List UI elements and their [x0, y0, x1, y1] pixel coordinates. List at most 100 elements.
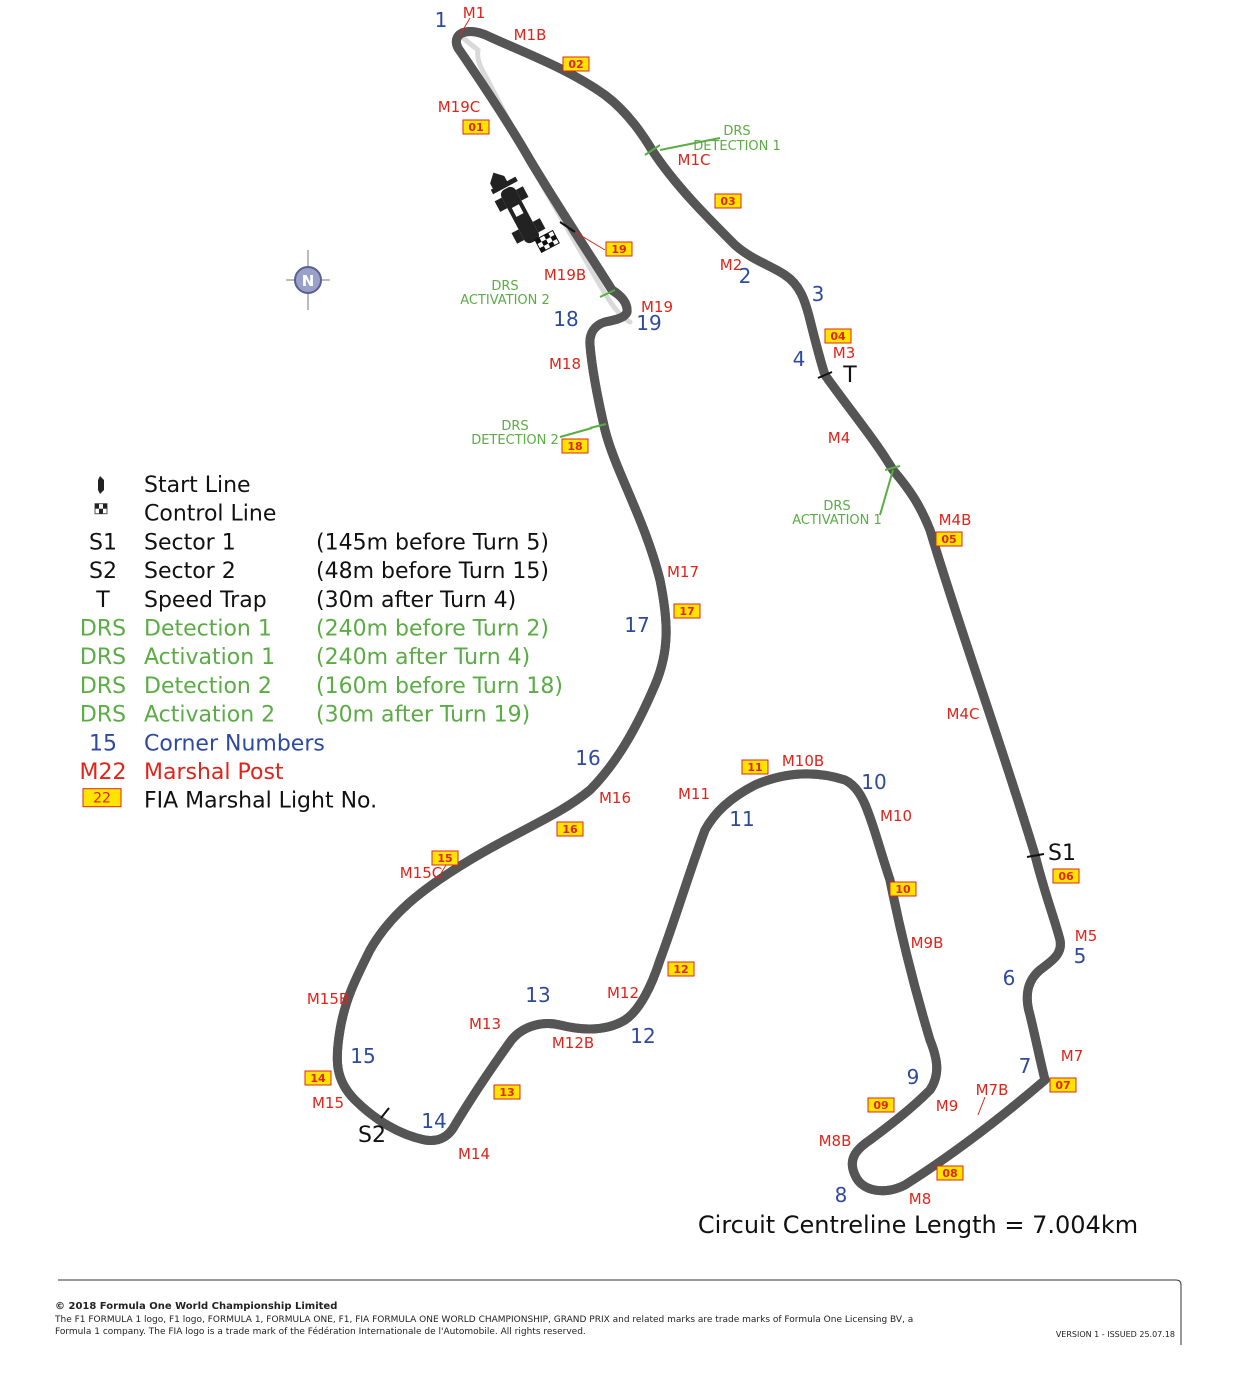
fia-light-label: 14 — [310, 1072, 326, 1085]
corner-number-9: 9 — [907, 1065, 920, 1089]
fia-light-11: 11 — [741, 759, 769, 775]
legend-symbol: S2 — [89, 559, 117, 584]
corner-number-12: 12 — [630, 1024, 655, 1048]
fia-light-10: 10 — [889, 881, 917, 897]
drs-texts: DRS DETECTION 1 DRS ACTIVATION 1 DRS ACT… — [460, 124, 882, 528]
marshal-post-m11: M11 — [678, 785, 710, 803]
fia-light-16: 16 — [556, 821, 584, 837]
timing-lines — [380, 371, 1045, 1119]
legend-symbol: DRS — [80, 617, 126, 642]
footer-version: VERSION 1 - ISSUED 25.07.18 — [1056, 1330, 1175, 1339]
corner-number-15: 15 — [350, 1044, 375, 1068]
marshal-post-m19b: M19B — [544, 266, 586, 284]
circuit-length: Circuit Centreline Length = 7.004km — [698, 1211, 1138, 1239]
marshal-post-m14: M14 — [458, 1145, 490, 1163]
corner-number-17: 17 — [624, 613, 649, 637]
marshal-post-m4c: M4C — [947, 705, 980, 723]
marshal-post-m15b: M15B — [307, 990, 349, 1008]
marshal-post-m19c: M19C — [438, 98, 481, 116]
legend-label: Sector 1 — [144, 530, 236, 555]
fia-light-label: 06 — [1058, 870, 1074, 883]
marshal-post-m10b: M10B — [782, 752, 824, 770]
corner-number-19: 19 — [636, 311, 661, 335]
marshal-post-m12: M12 — [607, 984, 639, 1002]
start-line-icon — [98, 476, 104, 494]
legend-symbol: 22 — [93, 791, 111, 807]
control-line-icon — [94, 503, 108, 515]
legend-label: Detection 2 — [144, 674, 272, 699]
fia-light-label: 08 — [942, 1167, 957, 1180]
drs-activation1-line2: ACTIVATION 1 — [792, 513, 882, 528]
fia-light-label: 19 — [611, 243, 626, 256]
corner-number-6: 6 — [1003, 966, 1016, 990]
marshal-post-m3: M3 — [833, 344, 856, 362]
marshal-post-m15c: M15C — [400, 864, 443, 882]
marshal-post-m9: M9 — [936, 1097, 959, 1115]
marshal-post-m1b: M1B — [514, 26, 547, 44]
fia-light-18: 18 — [561, 438, 589, 454]
speed-trap-marker: T — [842, 363, 857, 388]
legend-label: Activation 1 — [144, 645, 275, 670]
legend-symbol: M22 — [80, 760, 127, 785]
fia-light-17: 17 — [673, 603, 701, 619]
marshal-post-m9b: M9B — [911, 934, 944, 952]
fia-light-label: 09 — [873, 1099, 888, 1112]
fia-light-label: 07 — [1055, 1079, 1070, 1092]
compass-icon: N — [286, 250, 330, 310]
start-marker-icon — [490, 172, 509, 193]
corner-number-10: 10 — [861, 770, 886, 794]
checkered-flag-icon — [534, 229, 560, 254]
fia-light-15: 15 — [431, 850, 459, 866]
legend-label: Sector 2 — [144, 559, 236, 584]
corner-number-7: 7 — [1019, 1054, 1032, 1078]
start-grid — [490, 172, 606, 254]
sector2-marker: S2 — [358, 1123, 386, 1148]
legend-note: (160m before Turn 18) — [316, 674, 563, 699]
fia-light-label: 04 — [830, 330, 846, 343]
legend-label: Control Line — [144, 502, 276, 527]
fia-light-12: 12 — [667, 961, 695, 977]
marshal-post-m1c: M1C — [678, 151, 711, 169]
corner-number-13: 13 — [525, 983, 550, 1007]
marshal-post-m2: M2 — [720, 256, 743, 274]
legend-row: M22 Marshal Post — [80, 760, 284, 785]
corner-number-11: 11 — [729, 807, 754, 831]
drs-activation2-line2: ACTIVATION 2 — [460, 293, 550, 308]
legend-note: (145m before Turn 5) — [316, 530, 549, 555]
legend-symbol: T — [95, 588, 110, 613]
legend-symbol: DRS — [80, 645, 126, 670]
corner-number-4: 4 — [793, 347, 806, 371]
fia-light-09: 09 — [867, 1097, 895, 1113]
corner-number-16: 16 — [575, 746, 600, 770]
legend-label: Speed Trap — [144, 588, 267, 613]
legend-label: Start Line — [144, 473, 251, 498]
fia-light-label: 13 — [499, 1086, 514, 1099]
legend-symbol: S1 — [89, 530, 117, 555]
compass-label: N — [302, 272, 315, 290]
footer: © 2018 Formula One World Championship Li… — [54, 1279, 1182, 1345]
corner-number-3: 3 — [812, 282, 825, 306]
marshal-post-m16: M16 — [599, 789, 631, 807]
legend-label: Detection 1 — [144, 617, 272, 642]
fia-light-label: 17 — [679, 605, 694, 618]
corner-number-18: 18 — [553, 307, 578, 331]
fia-light-label: 10 — [895, 883, 911, 896]
fia-light-label: 02 — [568, 58, 583, 71]
marshal-post-m8b: M8B — [819, 1132, 852, 1150]
legend-note: (30m after Turn 19) — [316, 703, 530, 728]
marshal-posts: M1M1BM1CM2M3M4M4BM4CM5M7M7BM8M8BM9M9BM10… — [307, 4, 1097, 1208]
legend-label: Corner Numbers — [144, 731, 325, 756]
fia-light-03: 03 — [714, 193, 742, 209]
legend-symbol: 15 — [89, 731, 117, 756]
marshal-post-m13: M13 — [469, 1015, 501, 1033]
fia-light-08: 08 — [936, 1165, 964, 1181]
legend-label: Marshal Post — [144, 760, 284, 785]
